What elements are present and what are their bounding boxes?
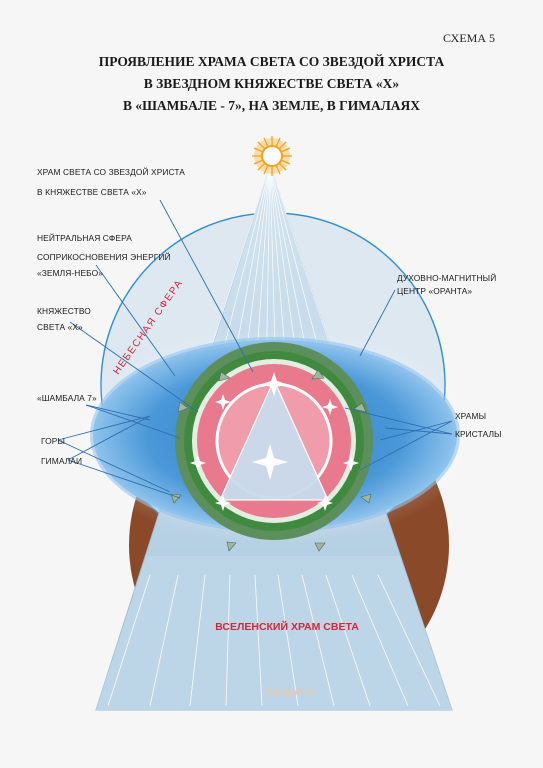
title-line-2: В ЗВЕЗДНОМ КНЯЖЕСТВЕ СВЕТА «Х» [143,76,400,91]
pyramid-rays-upper [200,165,342,380]
scheme-label: СХЕМА 5 [442,31,495,45]
leader-lines [57,199,453,499]
label-temple-line2: В КНЯЖЕСТВЕ СВЕТА «Х» [37,187,147,197]
label-temple-line1: ХРАМ СВЕТА СО ЗВЕЗДОЙ ХРИСТА [37,167,185,177]
temple-triangles [170,369,372,552]
label-mountains: ГОРЫ [41,436,65,446]
label-principality-line2: СВЕТА «Х» [37,322,83,332]
label-center-line2: ЦЕНТР «ОРАНТА» [397,286,473,296]
label-shambala: «ШАМБАЛА 7» [37,393,97,403]
universal-temple-label: ВСЕЛЕНСКИЙ ХРАМ СВЕТА [215,620,359,633]
label-himalayas: ГИМАЛАИ [41,456,83,466]
label-principality-line1: КНЯЖЕСТВО [37,306,91,316]
label-temples: ХРАМЫ [455,411,487,421]
label-crystals: КРИСТАЛЫ [455,429,502,439]
pyramid-base [96,556,452,710]
title-line-3: В «ШАМБАЛЕ - 7», НА ЗЕМЛЕ, В ГИМАЛАЯХ [122,98,421,113]
label-contact-line1: СОПРИКОСНОВЕНИЯ ЭНЕРГИЙ [37,252,171,262]
crystal-stars [190,372,359,511]
label-contact-line2: «ЗЕМЛЯ-НЕБО» [37,268,104,278]
earth-label: ЗЕМЛЯ [264,687,314,699]
label-center-line1: ДУХОВНО-МАГНИТНЫЙ [397,273,497,283]
label-neutral-sphere: НЕЙТРАЛЬНАЯ СФЕРА [37,233,132,243]
title-line-1: ПРОЯВЛЕНИЕ ХРАМА СВЕТА СО ЗВЕЗДОЙ ХРИСТА [98,54,445,69]
sun-icon [252,136,292,176]
inner-triangle [219,378,329,501]
pyramid-rays-lower [107,574,441,707]
